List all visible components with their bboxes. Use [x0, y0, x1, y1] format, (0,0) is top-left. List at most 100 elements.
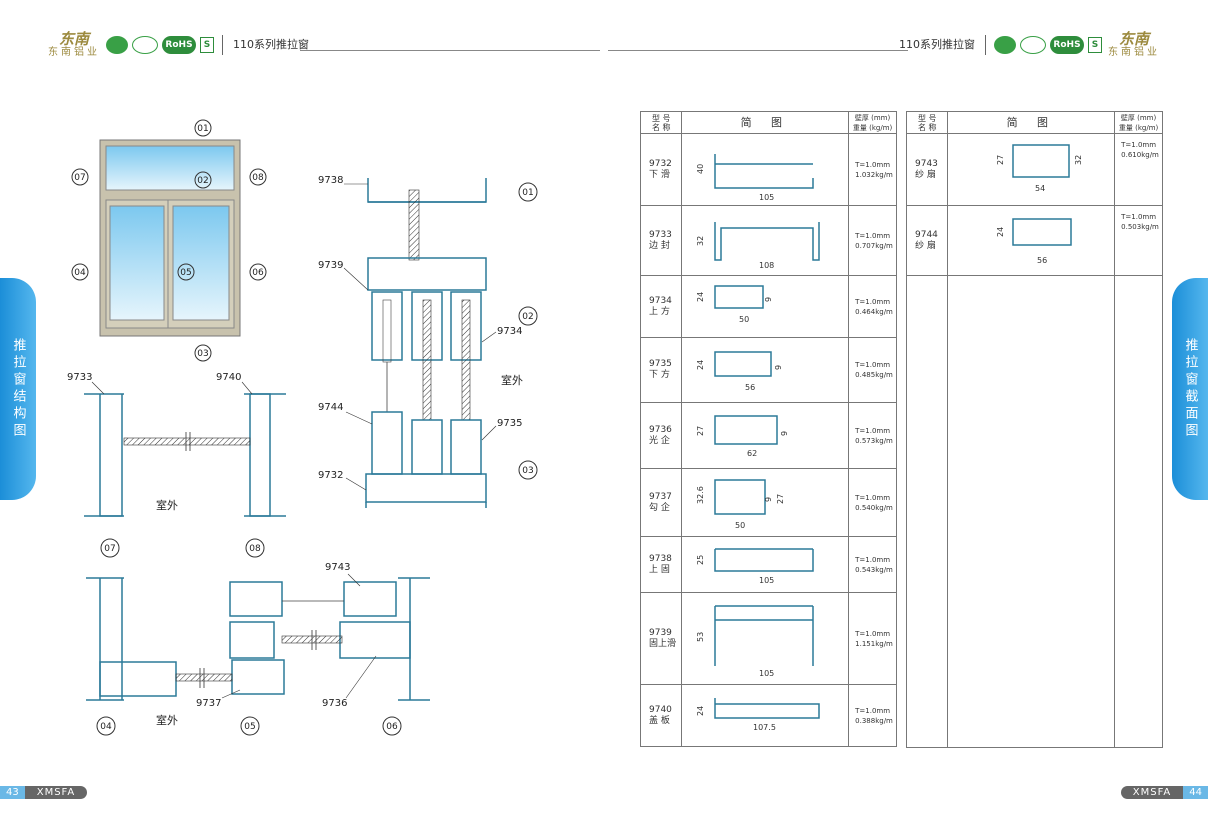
svg-text:108: 108 — [759, 261, 774, 270]
label-9740: 9740 — [216, 372, 241, 383]
svg-text:05: 05 — [244, 722, 255, 732]
vertical-section — [365, 178, 487, 508]
svg-text:9: 9 — [780, 430, 789, 435]
svg-text:27: 27 — [996, 154, 1005, 164]
svg-text:24: 24 — [996, 226, 1005, 236]
callout-03: 03 — [194, 344, 212, 362]
callout-08: 08 — [249, 168, 267, 186]
callout-02: 02 — [194, 171, 212, 189]
brand-logo-mark: 东南 — [58, 29, 89, 48]
col-header-code: 型 号 名 称 — [905, 111, 949, 134]
svg-text:56: 56 — [745, 383, 755, 392]
profile-figure-9739: 53 105 — [696, 604, 815, 678]
svg-text:105: 105 — [759, 576, 774, 585]
svg-text:9: 9 — [764, 296, 773, 301]
footer-brand-right: XMSFA — [1120, 786, 1184, 799]
profile-figure-9738: 25 105 — [696, 547, 815, 585]
callout-04: 04 — [71, 263, 89, 281]
svg-text:50: 50 — [735, 521, 745, 530]
callout-05: 05 — [177, 263, 195, 281]
svg-text:02: 02 — [522, 312, 533, 322]
svg-text:02: 02 — [197, 176, 208, 186]
svg-text:9: 9 — [774, 365, 783, 370]
side-tab-right: 推拉窗截面图 — [1172, 278, 1208, 500]
svg-text:105: 105 — [759, 193, 774, 202]
rohs-badge: RoHS — [162, 36, 196, 54]
horizontal-section-04-06 — [86, 577, 430, 701]
footer-left: 43 XMSFA — [0, 786, 88, 799]
col-header-figure: 简 图 — [947, 111, 1116, 134]
col-header-spec: 壁厚 (mm) 重量 (kg/m) — [848, 111, 897, 134]
svg-text:56: 56 — [1037, 256, 1047, 265]
callout-05-section: 05 — [240, 716, 260, 736]
col-header-figure: 简 图 — [681, 111, 850, 134]
profile-figure-9744: 24 56 — [996, 217, 1073, 265]
header-rule-right — [608, 50, 908, 51]
label-9735: 9735 — [497, 418, 522, 429]
horizontal-section-07-08 — [84, 393, 286, 517]
brand-name: 东南铝业 — [1108, 46, 1160, 58]
cert-oval-icon — [1020, 36, 1046, 54]
callout-06-section: 06 — [382, 716, 402, 736]
label-9744: 9744 — [318, 402, 343, 413]
profile-figure-9732: 40 105 — [696, 153, 815, 202]
structure-drawing: 01 02 03 04 05 06 07 08 — [67, 119, 538, 736]
svg-text:40: 40 — [696, 163, 705, 173]
svg-text:07: 07 — [74, 173, 85, 183]
cert-box-icon: S — [1088, 37, 1102, 53]
callout-02-section: 02 — [518, 306, 538, 326]
svg-text:06: 06 — [386, 722, 398, 732]
svg-text:32: 32 — [696, 235, 705, 245]
label-9734: 9734 — [497, 326, 522, 337]
svg-text:107.5: 107.5 — [753, 723, 776, 732]
profile-figure-9733: 32 108 — [696, 221, 821, 270]
header-right: 东南 东南铝业 S RoHS 110系列推拉窗 — [889, 30, 1164, 60]
svg-text:07: 07 — [104, 544, 115, 554]
svg-text:04: 04 — [100, 722, 112, 732]
label-9738: 9738 — [318, 175, 343, 186]
footer-brand-left: XMSFA — [24, 786, 88, 799]
label-9732: 9732 — [318, 470, 343, 481]
brand-logo-mark: 东南 — [1118, 29, 1149, 48]
footer-right: 44 XMSFA — [1120, 786, 1208, 799]
svg-text:24: 24 — [696, 291, 705, 301]
page-number-left: 43 — [0, 786, 25, 799]
callout-07-section: 07 — [100, 538, 120, 558]
side-tab-left: 推拉窗结构图 — [0, 278, 36, 500]
svg-text:06: 06 — [252, 268, 264, 278]
svg-text:27: 27 — [776, 493, 785, 503]
cert-green-icon — [106, 36, 128, 54]
brand-name: 东南铝业 — [48, 46, 100, 58]
svg-text:25: 25 — [696, 554, 705, 564]
svg-text:03: 03 — [197, 349, 208, 359]
svg-text:53: 53 — [696, 631, 705, 641]
callout-08-section: 08 — [245, 538, 265, 558]
label-9739: 9739 — [318, 260, 343, 271]
svg-text:105: 105 — [759, 669, 774, 678]
label-9737: 9737 — [196, 698, 221, 709]
svg-text:08: 08 — [252, 173, 264, 183]
callout-03-section: 03 — [518, 460, 538, 480]
svg-text:32.6: 32.6 — [696, 486, 705, 504]
cert-box-icon: S — [200, 37, 214, 53]
series-title-left: 110系列推拉窗 — [222, 35, 319, 55]
svg-text:32: 32 — [1074, 154, 1083, 164]
callout-07: 07 — [71, 168, 89, 186]
